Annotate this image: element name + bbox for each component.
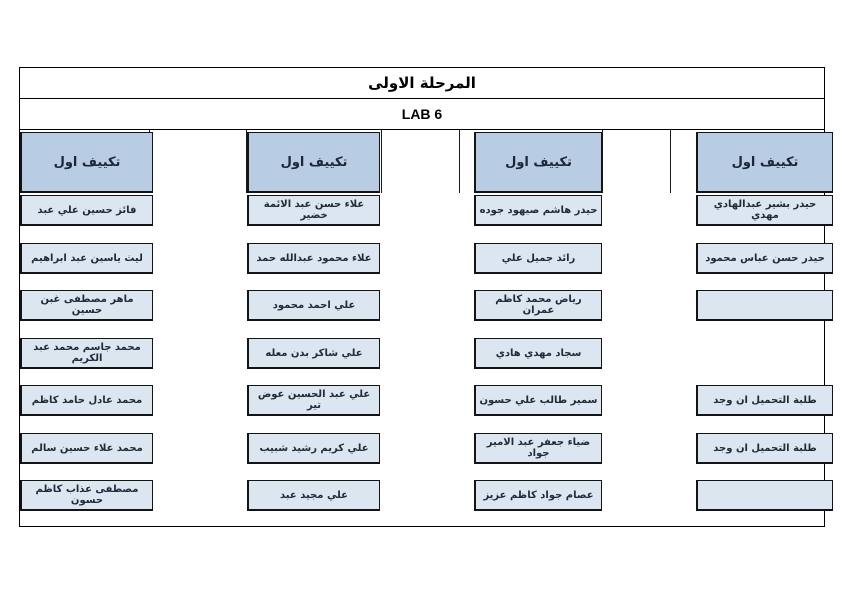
student-name-cell: علاء حسن عبد الائمة خضير bbox=[247, 195, 380, 226]
table-gridline bbox=[381, 130, 382, 193]
student-name-cell: علاء محمود عبدالله حمد bbox=[247, 243, 380, 274]
student-name-cell: علي احمد محمود bbox=[247, 290, 380, 321]
group-header: تكييف اول bbox=[247, 132, 380, 193]
table-gridline bbox=[670, 130, 671, 193]
student-name-cell: عصام جواد كاظم عزيز bbox=[474, 480, 602, 511]
group-header: تكييف اول bbox=[696, 132, 833, 193]
student-name-cell: سجاد مهدي هادي bbox=[474, 338, 602, 369]
student-name-cell: سمير طالب علي حسون bbox=[474, 385, 602, 416]
student-name-cell: محمد عادل حامد كاظم bbox=[20, 385, 153, 416]
page-title: المرحلة الاولى bbox=[20, 68, 824, 99]
group-header: تكييف اول bbox=[474, 132, 602, 193]
lab-label: LAB 6 bbox=[20, 99, 824, 130]
student-name-cell: ضياء جعفر عبد الامير جواد bbox=[474, 433, 602, 464]
student-name-cell: ماهر مصطفى غبن حسين bbox=[20, 290, 153, 321]
student-name-cell: رائد جميل علي bbox=[474, 243, 602, 274]
table-gridline bbox=[602, 130, 603, 193]
student-name-cell: حيدر هاشم صيهود جوده bbox=[474, 195, 602, 226]
student-name-cell: علي مجيد عبد bbox=[247, 480, 380, 511]
empty-cell bbox=[696, 290, 833, 321]
student-name-cell: علي شاكر بدن معله bbox=[247, 338, 380, 369]
student-name-cell: ليث ياسين عبد ابراهيم bbox=[20, 243, 153, 274]
table-gridline bbox=[246, 130, 247, 193]
student-name-cell: فائز حسين علي عبد bbox=[20, 195, 153, 226]
student-name-cell: علي عبد الحسين عوض تير bbox=[247, 385, 380, 416]
table-gridline bbox=[459, 130, 460, 193]
student-name-cell: طلبة التحميل ان وجد bbox=[696, 433, 833, 464]
student-name-cell: رياض محمد كاظم عمران bbox=[474, 290, 602, 321]
student-name-cell: حيدر بشير عبدالهادي مهدي bbox=[696, 195, 833, 226]
student-name-cell: طلبة التحميل ان وجد bbox=[696, 385, 833, 416]
student-name-cell: مصطفى عذاب كاظم حسون bbox=[20, 480, 153, 511]
student-name-cell: حيدر حسن عباس محمود bbox=[696, 243, 833, 274]
group-header: تكييف اول bbox=[20, 132, 153, 193]
student-name-cell: علي كريم رشيد شبيب bbox=[247, 433, 380, 464]
student-name-cell: محمد جاسم محمد عبد الكريم bbox=[20, 338, 153, 369]
empty-cell bbox=[696, 480, 833, 511]
student-name-cell: محمد علاء حسين سالم bbox=[20, 433, 153, 464]
